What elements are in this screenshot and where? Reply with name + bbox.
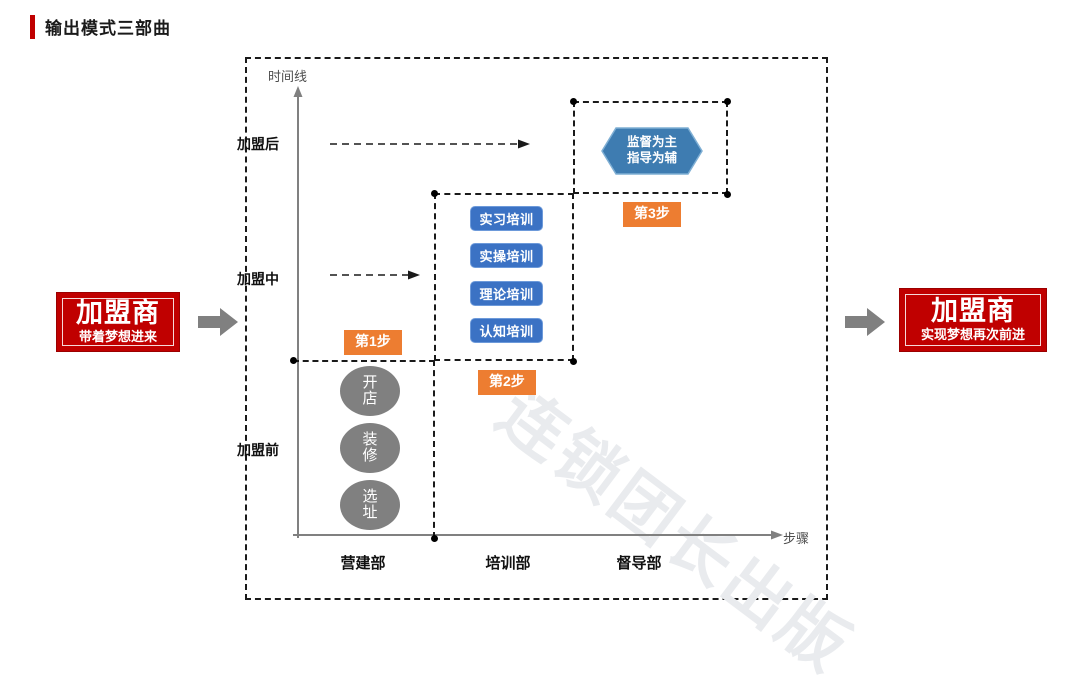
timeline-axis-label: 时间线 [268,69,308,84]
pre-join-item-2-line1: 选 [362,488,378,506]
corner-dot [724,97,731,105]
page-title: 输出模式三部曲 [30,14,171,39]
tier-arrow-after [330,137,530,149]
training-item-2: 理论培训 [470,281,543,306]
corner-dot [431,534,438,542]
training-item-1: 实操培训 [470,243,543,268]
step3-chip: 第3步 [623,202,681,227]
pre-join-item-2-line2: 址 [362,504,378,521]
pre-join-item-1-line1: 装 [362,431,378,449]
exit-box-title: 加盟商 [931,296,1015,327]
entry-box-inner: 加盟商 带着梦想进来 [62,298,174,346]
exit-box-inner: 加盟商 实现梦想再次前进 [905,294,1041,346]
entry-box-title: 加盟商 [76,298,160,329]
dept-label-training: 培训部 [485,555,531,572]
dept-label-supervision: 督导部 [616,555,662,572]
pre-join-item-1-line2: 修 [362,447,378,464]
exit-box-subtitle: 实现梦想再次前进 [920,327,1025,343]
tier-label-before: 加盟前 [237,442,279,458]
pre-join-item-0: 开 店 [340,366,400,416]
training-item-0: 实习培训 [470,206,543,231]
corner-dot [570,357,577,365]
corner-dot [724,190,731,198]
pre-join-item-2: 选 址 [340,480,400,530]
pre-join-item-1: 装 修 [340,423,400,473]
entry-arrow-icon [198,306,238,338]
title-text: 输出模式三部曲 [45,19,171,38]
tier-arrow-during [330,268,420,280]
corner-dot [570,97,577,105]
slide-canvas: 输出模式三部曲 加盟商 带着梦想进来 加盟商 实现梦想再次前进 连锁团长出版 [30,14,1047,686]
step1-chip: 第1步 [344,330,402,355]
pre-join-item-0-line2: 店 [362,390,378,407]
step2-region [434,193,574,361]
tier-label-during: 加盟中 [237,271,279,287]
supervision-hexagon: 监督为主 指导为辅 [600,126,704,176]
dept-label-construction: 营建部 [340,555,386,572]
step2-chip: 第2步 [478,370,536,395]
steps-axis [293,528,783,542]
title-accent-bar [30,14,35,39]
step1-region [293,360,435,538]
tier-label-after: 加盟后 [237,136,279,152]
training-item-3: 认知培训 [470,318,543,343]
corner-dot [431,189,438,197]
step3-region [573,101,728,194]
exit-arrow-icon [845,306,885,338]
entry-box-subtitle: 带着梦想进来 [78,329,157,345]
pre-join-item-0-line1: 开 [362,374,378,392]
entry-franchisee-box: 加盟商 带着梦想进来 [56,292,180,352]
corner-dot [289,356,297,364]
diagram-outer-frame [245,57,828,600]
steps-axis-label: 步骤 [783,531,810,546]
exit-franchisee-box: 加盟商 实现梦想再次前进 [899,288,1047,352]
timeline-axis [291,86,305,538]
